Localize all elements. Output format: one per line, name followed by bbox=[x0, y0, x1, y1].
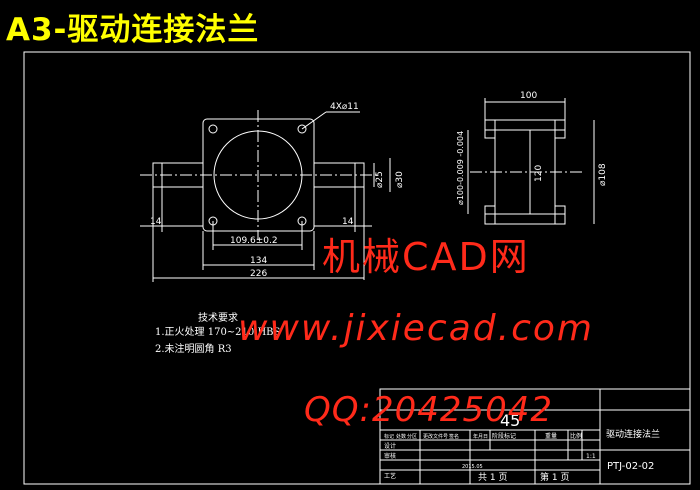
label-dim-30: ⌀30 bbox=[395, 171, 405, 188]
bolt-hole-tl bbox=[208, 124, 218, 134]
tb-hdr-date: 年月日 bbox=[473, 433, 488, 440]
tb-hdr-mark: 标记 bbox=[384, 433, 394, 440]
tb-row-review: 审核 bbox=[384, 452, 396, 460]
label-dim-14-right: 14 bbox=[342, 217, 354, 227]
label-holes: 4X⌀11 bbox=[330, 102, 359, 112]
label-dim-134: 134 bbox=[250, 256, 267, 266]
tb-hdr-zone: 分区 bbox=[407, 433, 417, 440]
watermark-cn: 机械CAD网 bbox=[322, 235, 530, 279]
tb-hdr-sign: 签名 bbox=[449, 433, 459, 440]
label-dim-25: ⌀25 bbox=[375, 171, 385, 188]
tb-row-process: 工艺 bbox=[384, 472, 396, 480]
tb-weight: 重量 bbox=[545, 432, 557, 440]
label-dim-100-side: ⌀100-0.009 -0.004 bbox=[456, 131, 465, 205]
tb-hdr-change: 更改文件号 bbox=[423, 433, 448, 440]
label-dim-14-left: 14 bbox=[150, 217, 162, 227]
label-dim-226: 226 bbox=[250, 269, 267, 279]
bolt-hole-tr bbox=[297, 124, 307, 134]
drawing-frame bbox=[23, 51, 691, 485]
tb-scale: 1:1 bbox=[586, 453, 596, 460]
tb-stage-mark: 阶段标记 bbox=[492, 432, 516, 440]
tb-row-design: 设计 bbox=[384, 442, 396, 450]
watermark-url: www.jixiecad.com bbox=[238, 308, 594, 349]
tb-sheet-total: 共 1 页 bbox=[478, 472, 507, 483]
tb-drawing-no: PTJ-02-02 bbox=[607, 461, 654, 472]
tb-hdr-count: 处数 bbox=[396, 433, 406, 440]
tb-material: 45 bbox=[500, 411, 520, 430]
tech-req-heading: 技术要求 bbox=[198, 313, 238, 324]
tb-part-name: 驱动连接法兰 bbox=[606, 428, 660, 440]
tech-req-item1: 1.正火处理 170~210 HBS bbox=[155, 327, 281, 338]
banner-title: A3-驱动连接法兰 bbox=[6, 12, 260, 48]
tb-sheet-no: 第 1 页 bbox=[540, 471, 569, 483]
label-dim-109: 109.6±0.2 bbox=[230, 236, 278, 246]
label-dim-108: ⌀108 bbox=[598, 163, 608, 186]
label-dim-100-top: 100 bbox=[520, 91, 537, 101]
label-dim-120: 120 bbox=[534, 165, 544, 182]
tech-req-item2: 2.未注明圆角 R3 bbox=[155, 344, 232, 355]
tb-date: 2015.05 bbox=[462, 464, 483, 470]
watermark-qq: QQ:20425042 bbox=[304, 390, 554, 430]
tb-ratio: 比例 bbox=[570, 432, 582, 440]
